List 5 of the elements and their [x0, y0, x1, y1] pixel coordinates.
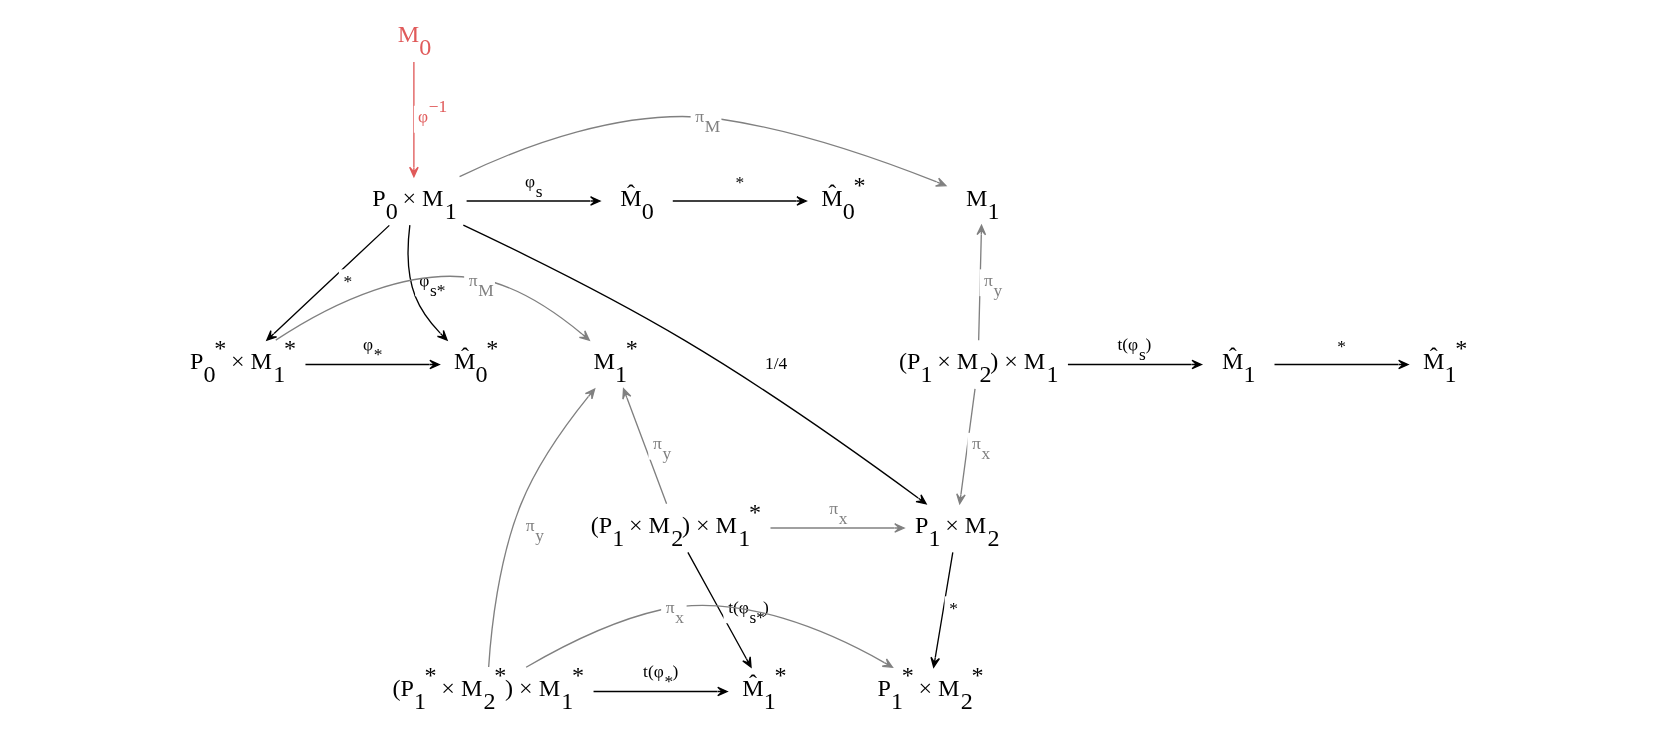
edge-label: * [1336, 335, 1346, 356]
edge-label: 1/4 [764, 353, 787, 374]
edge-label: * [735, 172, 744, 193]
edge-label: * [343, 271, 352, 292]
edge-label: * [948, 598, 958, 619]
